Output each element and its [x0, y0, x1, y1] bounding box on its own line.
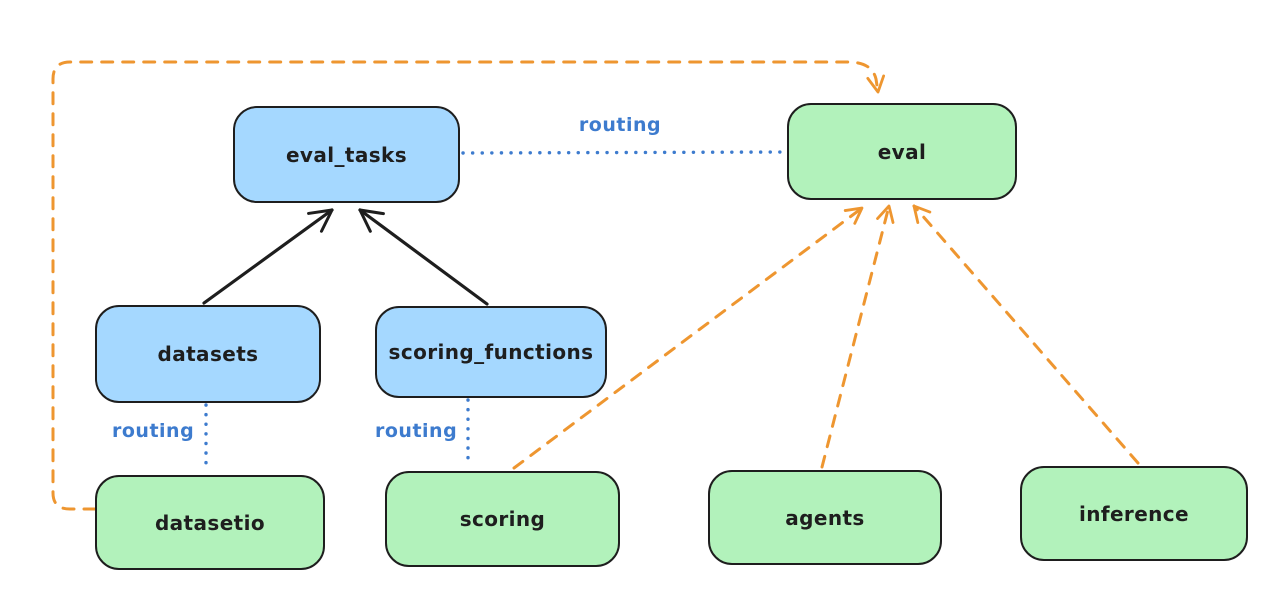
node-scoring_functions: scoring_functions	[375, 306, 607, 398]
edge-label-routing-top: routing	[578, 114, 662, 136]
node-scoring: scoring	[385, 471, 620, 567]
edge-inference-to-eval	[912, 204, 1140, 465]
edge-label-routing-scoring: routing	[375, 420, 458, 442]
node-datasetio: datasetio	[95, 475, 325, 570]
node-agents: agents	[708, 470, 942, 565]
node-eval_tasks-label: eval_tasks	[285, 142, 408, 167]
edge-agents-to-eval	[820, 204, 895, 469]
node-datasets-label: datasets	[157, 342, 259, 366]
node-eval_tasks: eval_tasks	[233, 106, 460, 203]
edge-scoring_functions-to-eval_tasks	[358, 208, 489, 306]
node-agents-label: agents	[785, 505, 865, 530]
node-scoring-label: scoring	[459, 507, 546, 531]
node-datasetio-label: datasetio	[154, 510, 266, 535]
node-eval-label: eval	[877, 139, 927, 164]
edge-label-routing-datasets: routing	[112, 420, 195, 442]
edge-datasets-to-eval_tasks	[202, 208, 334, 305]
node-inference-label: inference	[1078, 501, 1190, 526]
node-inference: inference	[1020, 466, 1248, 561]
node-eval: eval	[787, 103, 1017, 200]
node-datasets: datasets	[95, 305, 321, 403]
node-scoring_functions-label: scoring_functions	[388, 340, 594, 364]
edge-routing-eval_tasks-to-eval	[461, 150, 787, 155]
